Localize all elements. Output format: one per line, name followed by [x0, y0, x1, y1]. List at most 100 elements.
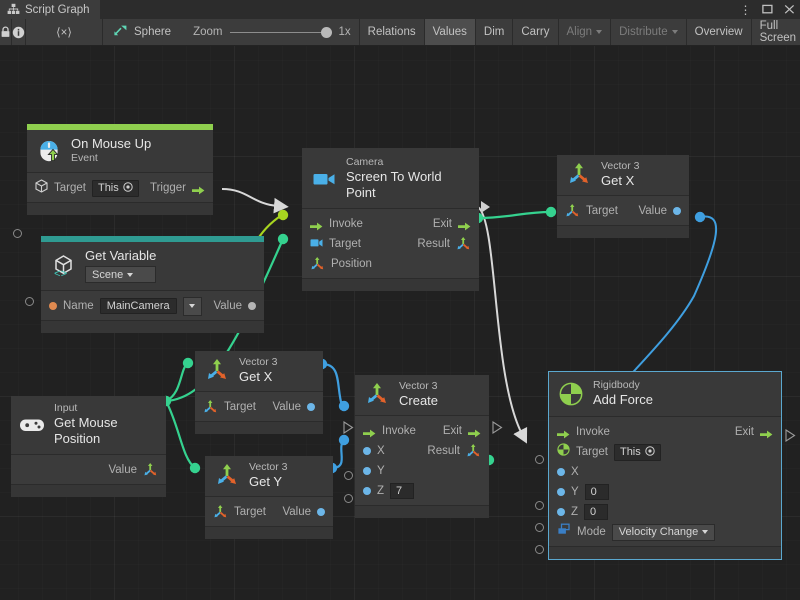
port-marker-rb-mode-in[interactable]: [535, 545, 544, 554]
port-result[interactable]: Result: [417, 237, 471, 251]
node-titles: Vector 3 Get X: [239, 356, 278, 385]
info-icon[interactable]: [12, 19, 26, 45]
zoom-slider[interactable]: [230, 26, 332, 38]
kebab-menu-icon[interactable]: ⋮: [739, 3, 752, 16]
value-in-dot[interactable]: [49, 302, 57, 310]
tab-script-graph[interactable]: Script Graph: [0, 0, 100, 19]
value-in-dot[interactable]: [363, 467, 371, 475]
port-target[interactable]: Target: [203, 400, 256, 414]
port-exit[interactable]: Exit: [433, 218, 471, 230]
zoom-slider-knob[interactable]: [321, 27, 332, 38]
mode-dropdown[interactable]: Velocity Change: [612, 524, 716, 541]
port-invoke[interactable]: Invoke: [557, 426, 610, 438]
value-out-dot[interactable]: [317, 508, 325, 516]
y-value-input[interactable]: 0: [585, 484, 609, 500]
port-invoke[interactable]: Invoke: [310, 218, 363, 230]
node-vector3-get-y[interactable]: Vector 3 Get Y Target: [205, 456, 333, 539]
target-picker-icon[interactable]: [123, 182, 133, 195]
port-position[interactable]: Position: [310, 257, 372, 271]
node-vector3-create[interactable]: Vector 3 Create Invoke Exit: [355, 375, 489, 518]
port-invoke[interactable]: Invoke: [363, 425, 416, 437]
z-value-input[interactable]: 0: [584, 504, 608, 520]
port-name[interactable]: Name MainCamera: [49, 297, 202, 316]
value-in-dot[interactable]: [557, 508, 565, 516]
graph-canvas[interactable]: On Mouse Up Event Target This: [0, 46, 800, 600]
carry-button[interactable]: Carry: [513, 19, 558, 45]
node-camera-screen-to-world-point[interactable]: Camera Screen To World Point Invoke Exit: [302, 148, 479, 291]
vector3-icon: [364, 382, 390, 408]
port-target[interactable]: Target This: [557, 443, 661, 461]
port-marker-exit-flow[interactable]: [481, 201, 490, 213]
code-view-button[interactable]: ⟨×⟩: [26, 19, 103, 45]
port-exit[interactable]: Exit: [443, 425, 481, 437]
variable-name-dropdown-button[interactable]: [183, 297, 202, 316]
value-out-dot[interactable]: [673, 207, 681, 215]
variable-name-field[interactable]: MainCamera: [100, 298, 177, 314]
value-in-dot[interactable]: [363, 487, 371, 495]
full-screen-button[interactable]: Full Screen: [752, 19, 800, 45]
node-on-mouse-up[interactable]: On Mouse Up Event Target This: [27, 124, 213, 215]
port-z[interactable]: Z 7: [363, 483, 414, 499]
port-x[interactable]: X: [557, 466, 579, 478]
port-marker-create-y-in[interactable]: [344, 471, 353, 480]
target-picker-icon[interactable]: [645, 446, 655, 459]
value-in-dot[interactable]: [363, 447, 371, 455]
port-marker-create-invoke-outline[interactable]: [343, 421, 354, 439]
port-marker-rb-target-in[interactable]: [535, 455, 544, 464]
node-name-label: Get Y: [249, 474, 288, 490]
value-in-dot[interactable]: [557, 468, 565, 476]
port-value[interactable]: Value: [282, 506, 325, 518]
variable-kind-dropdown[interactable]: Scene: [85, 266, 156, 283]
port-z[interactable]: Z 0: [557, 504, 608, 520]
port-target[interactable]: Target: [213, 505, 266, 519]
gamepad-icon: [19, 412, 45, 438]
port-value[interactable]: Value: [638, 205, 681, 217]
node-input-get-mouse-position[interactable]: Input Get Mouse Position Value: [11, 396, 166, 497]
zoom-control[interactable]: Zoom 1x: [185, 19, 359, 45]
port-marker-rb-y-in[interactable]: [535, 501, 544, 510]
port-marker-create-exit-out[interactable]: [492, 421, 503, 439]
node-rigidbody-add-force[interactable]: Rigidbody Add Force Invoke Exit: [548, 371, 782, 560]
node-footer: [355, 505, 489, 518]
port-marker-create-z-in[interactable]: [344, 494, 353, 503]
port-value[interactable]: Value: [108, 463, 158, 477]
port-x[interactable]: X: [363, 445, 385, 457]
relations-button[interactable]: Relations: [359, 19, 425, 45]
node-vector3-get-x-top[interactable]: Vector 3 Get X Target: [557, 155, 689, 238]
node-get-variable[interactable]: <> Get Variable Scene Name: [41, 236, 264, 333]
vector3-icon: [204, 358, 230, 384]
target-object-field[interactable]: Sphere: [103, 19, 185, 45]
port-exit[interactable]: Exit: [735, 426, 773, 438]
port-mode[interactable]: Mode Velocity Change: [557, 523, 715, 541]
overview-button[interactable]: Overview: [687, 19, 752, 45]
port-marker-target-in[interactable]: [13, 229, 22, 238]
port-target[interactable]: Target: [565, 204, 618, 218]
node-vector3-get-x-mid[interactable]: Vector 3 Get X Target: [195, 351, 323, 434]
values-button[interactable]: Values: [425, 19, 476, 45]
port-y[interactable]: Y: [363, 465, 385, 477]
maximize-icon[interactable]: [761, 3, 774, 16]
value-out-dot[interactable]: [248, 302, 256, 310]
port-value[interactable]: Value: [213, 300, 256, 312]
port-result[interactable]: Result: [427, 444, 481, 458]
node-footer: [205, 526, 333, 539]
target-value-pill[interactable]: This: [92, 180, 139, 197]
port-marker-rb-exit-out[interactable]: [785, 429, 796, 447]
port-value[interactable]: Value: [272, 401, 315, 413]
value-out-dot[interactable]: [307, 403, 315, 411]
port-marker-rb-z-in[interactable]: [535, 523, 544, 532]
node-footer: [11, 484, 166, 497]
close-icon[interactable]: [783, 3, 796, 16]
distribute-button: Distribute: [611, 19, 687, 45]
value-in-dot[interactable]: [557, 488, 565, 496]
lock-icon[interactable]: [0, 19, 12, 45]
chevron-down-icon: [189, 304, 195, 308]
port-trigger[interactable]: Trigger: [150, 182, 205, 194]
dim-button[interactable]: Dim: [476, 19, 513, 45]
port-marker-name-in[interactable]: [25, 297, 34, 306]
target-value-pill[interactable]: This: [614, 444, 661, 461]
port-target[interactable]: Target This: [35, 179, 139, 198]
port-y[interactable]: Y 0: [557, 484, 609, 500]
port-target[interactable]: Target: [310, 235, 361, 253]
z-value-input[interactable]: 7: [390, 483, 414, 499]
